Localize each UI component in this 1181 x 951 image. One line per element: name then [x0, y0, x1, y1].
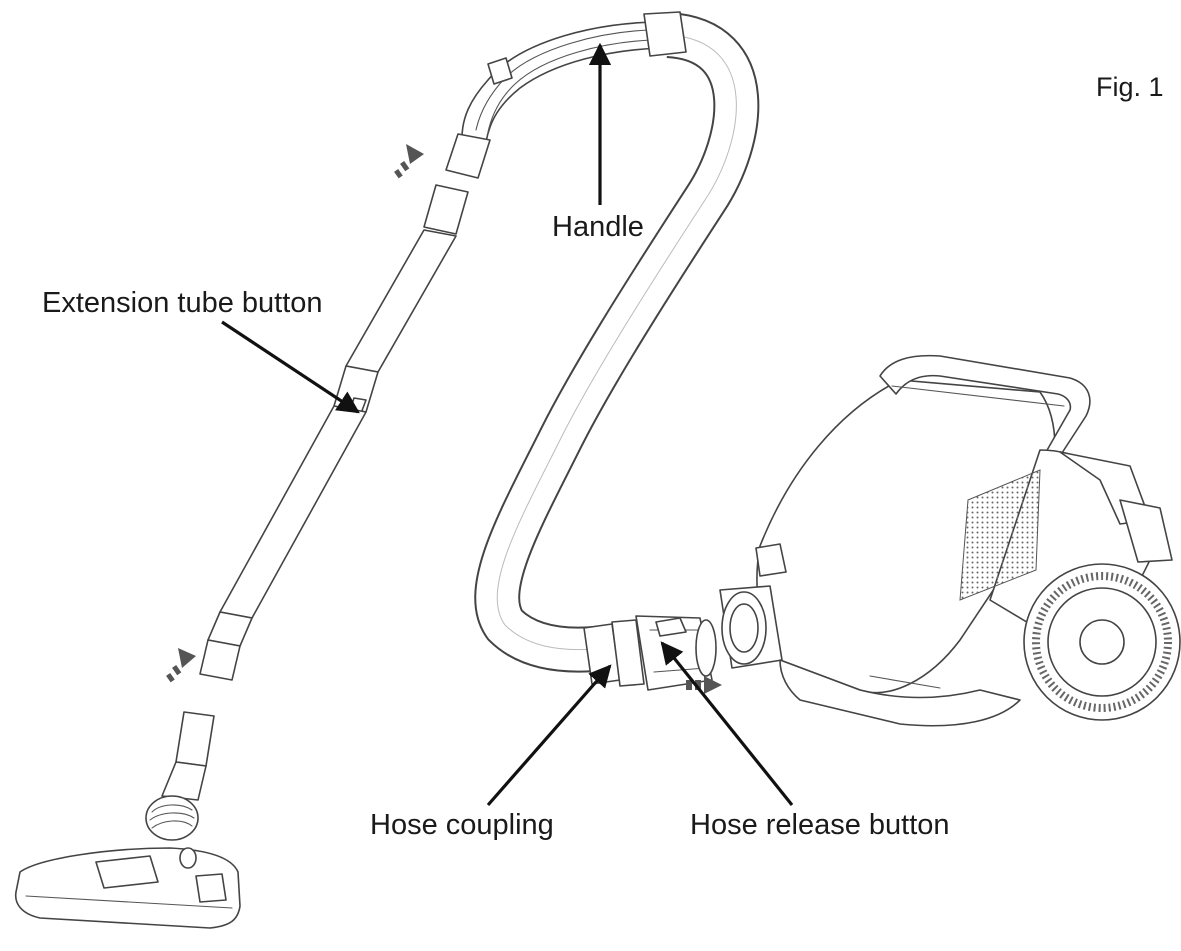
handle-label: Handle [552, 211, 644, 243]
extension-tube [199, 184, 469, 681]
handle-part [445, 11, 687, 179]
direction-arrow-lower-tube [166, 648, 196, 683]
hose-release-button-leader-arrow [660, 641, 794, 807]
hose-coupling-part [583, 615, 717, 691]
floor-nozzle [14, 711, 241, 929]
figure-label: Fig. 1 [1096, 72, 1164, 102]
vacuum-canister [719, 354, 1181, 727]
direction-arrow-hose-coupling [686, 676, 722, 694]
hose-coupling-label: Hose coupling [370, 809, 554, 841]
extension-tube-button-leader-arrow [221, 320, 360, 414]
hose [474, 12, 760, 673]
hose-release-button-label: Hose release button [690, 809, 950, 841]
direction-arrow-upper-tube [394, 144, 424, 179]
hose-coupling-leader-arrow [486, 664, 612, 807]
extension-tube-button-label: Extension tube button [42, 287, 323, 319]
